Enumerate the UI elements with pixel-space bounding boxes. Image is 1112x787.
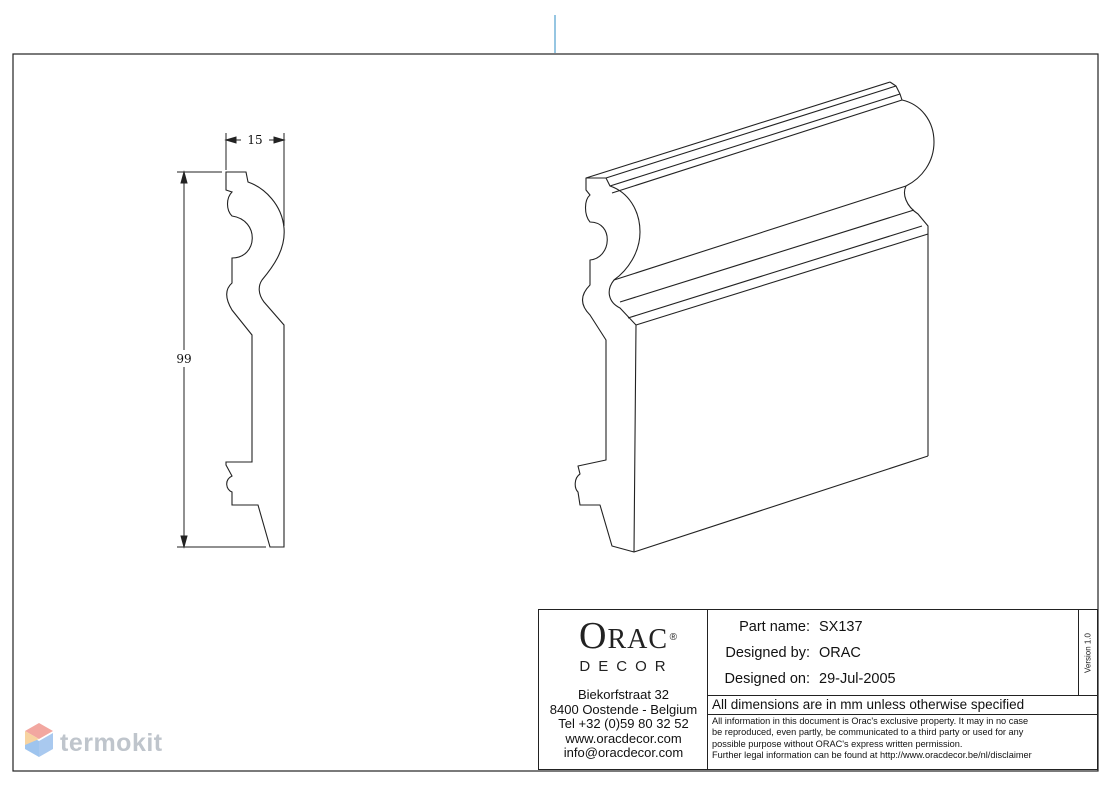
part-name-row: Part name: SX137 <box>708 616 1078 638</box>
designed-on-value: 29-Jul-2005 <box>819 671 896 687</box>
designed-by-label: Designed by: <box>725 645 810 661</box>
title-block: ORAC ® DECOR Biekorfstraat 32 8400 Ooste… <box>538 609 1098 770</box>
dimension-width-label: 15 <box>247 133 262 147</box>
designed-by-row: Designed by: ORAC <box>708 642 1078 664</box>
designed-on-label: Designed on: <box>724 671 810 687</box>
address-email: info@oracdecor.com <box>563 745 684 761</box>
company-cell: ORAC ® DECOR Biekorfstraat 32 8400 Ooste… <box>539 610 708 769</box>
designed-by-value: ORAC <box>819 645 861 661</box>
legal-notice: All information in this document is Orac… <box>708 716 1097 762</box>
orac-logo: ORAC ® DECOR <box>539 616 708 675</box>
termokit-logo-icon <box>25 723 53 757</box>
part-name-value: SX137 <box>819 619 863 635</box>
legal-line: All information in this document is Orac… <box>712 716 1029 726</box>
designed-on-row: Designed on: 29-Jul-2005 <box>708 668 1078 690</box>
cross-section-profile <box>225 171 285 548</box>
details-cell: Part name: SX137 Designed by: ORAC Desig… <box>708 610 1097 769</box>
termokit-wordmark: termokit <box>60 728 163 757</box>
isometric-view <box>574 81 935 553</box>
legal-line: possible purpose without ORAC's express … <box>712 738 963 749</box>
drawing-frame <box>12 53 1099 772</box>
address-city: 8400 Oostende - Belgium <box>549 701 698 717</box>
dimensions-note: All dimensions are in mm unless otherwis… <box>708 696 1097 715</box>
part-fields: Part name: SX137 Designed by: ORAC Desig… <box>708 610 1078 696</box>
logo-subtitle: DECOR <box>579 658 674 675</box>
legal-line: Further legal information can be found a… <box>712 750 1032 761</box>
dimension-width <box>224 133 286 226</box>
address-website: www.oracdecor.com <box>565 730 682 746</box>
logo-wordmark: ORAC ® <box>578 615 679 657</box>
company-address: Biekorfstraat 32 8400 Oostende - Belgium… <box>539 687 708 761</box>
legal-line: be reproduced, even partly, be communica… <box>712 727 1024 738</box>
version-cell: Version 1.0 <box>1078 610 1097 696</box>
address-phone: Tel +32 (0)59 80 32 52 <box>558 716 689 732</box>
termokit-watermark: termokit <box>24 723 163 763</box>
version-label: Version 1.0 <box>1083 632 1093 673</box>
address-street: Biekorfstraat 32 <box>577 687 670 702</box>
part-name-label: Part name: <box>739 619 810 635</box>
dimension-height-label: 99 <box>176 352 191 366</box>
registered-mark: ® <box>669 632 679 643</box>
